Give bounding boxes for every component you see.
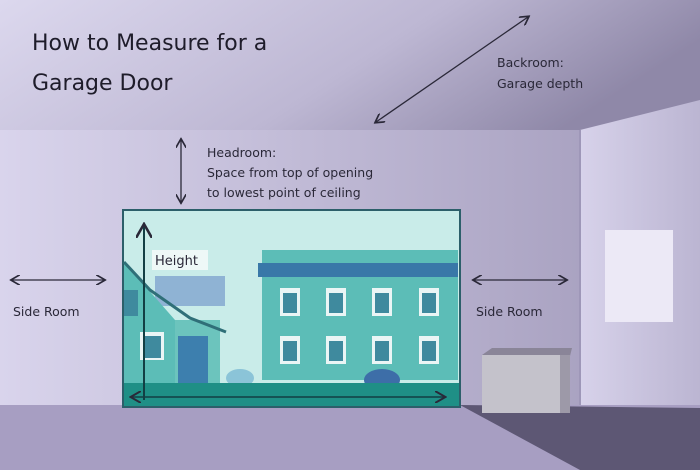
bush [226, 369, 254, 387]
storage-box [482, 348, 572, 413]
headroom-heading: Headroom: [207, 145, 276, 160]
side-room-right-label: Side Room [476, 304, 543, 319]
title-line-2: Garage Door [32, 71, 173, 96]
wall-panel [605, 230, 673, 322]
backroom-arrow [376, 17, 528, 122]
backroom-text: Garage depth [497, 76, 583, 91]
small-house [122, 260, 227, 385]
garage-door-opening: Height [122, 209, 461, 408]
headroom-line-2: to lowest point of ceiling [207, 185, 361, 200]
apartment-building [258, 250, 458, 380]
backroom-heading: Backroom: [497, 55, 564, 70]
side-room-left-label: Side Room [13, 304, 80, 319]
height-label-background [152, 250, 208, 270]
floor-shadow [460, 405, 700, 470]
ceiling [0, 0, 700, 135]
ground [124, 383, 459, 406]
height-label: Height [155, 254, 198, 269]
title-line-1: How to Measure for a [32, 31, 267, 56]
headroom-line-1: Space from top of opening [207, 165, 373, 180]
